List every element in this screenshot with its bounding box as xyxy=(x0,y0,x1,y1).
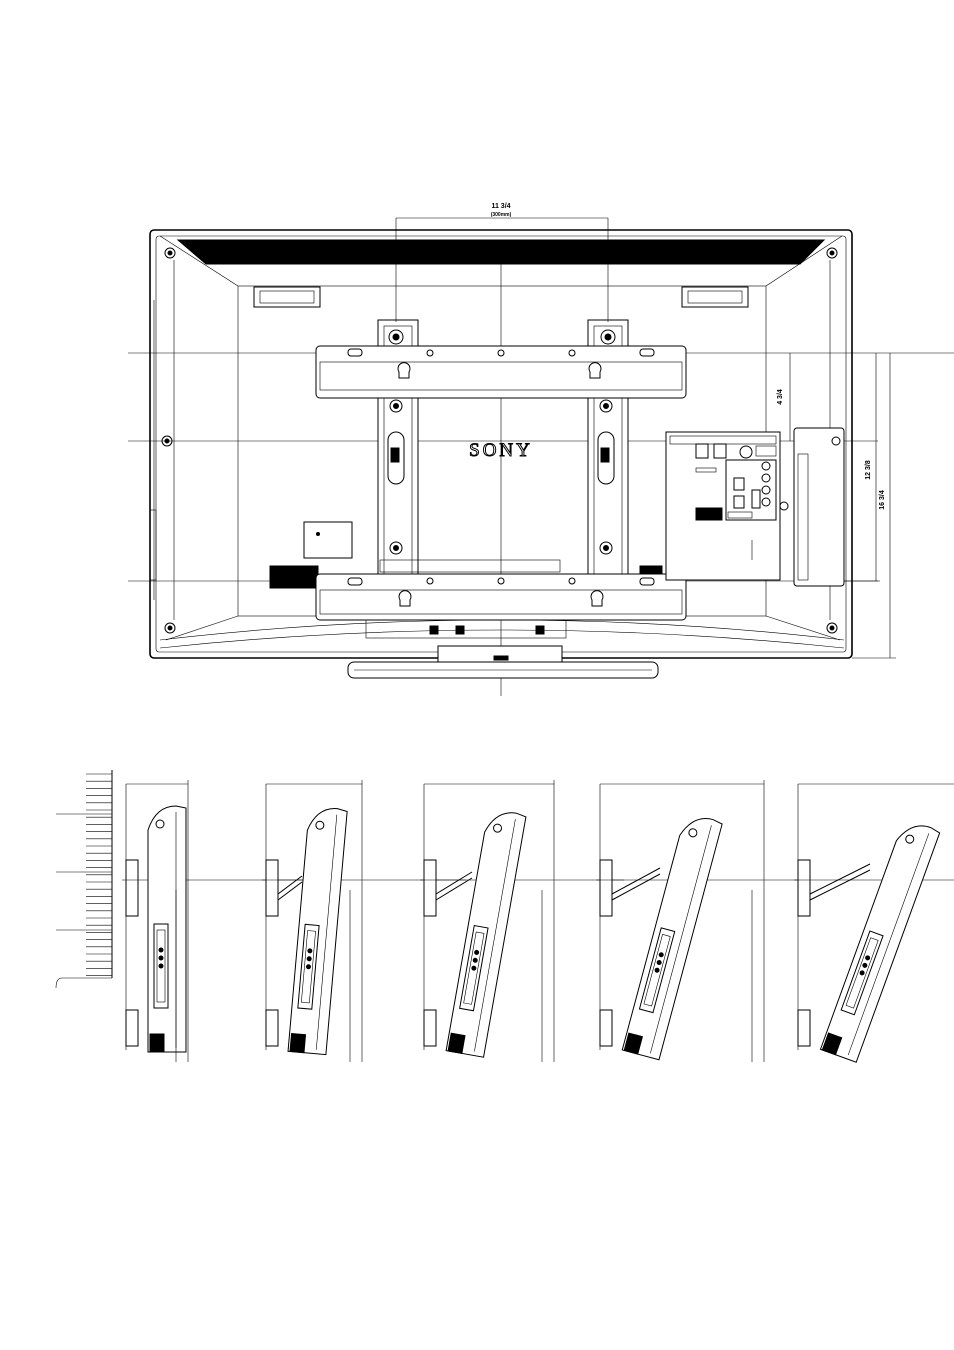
tilt-view-4 xyxy=(596,780,800,1062)
right-dim-3: 16 3/4 xyxy=(879,490,886,510)
tv-side-body xyxy=(446,808,526,1057)
tv-side-body xyxy=(622,812,722,1059)
tv-rear-view: SONY xyxy=(128,203,954,696)
tv-side-body xyxy=(820,818,940,1062)
right-dim-2: 12 3/8 xyxy=(865,460,872,480)
tv-side-body xyxy=(148,806,186,1052)
tilt-view-5 xyxy=(794,780,954,1062)
connector-panel xyxy=(666,432,788,580)
tilt-view-3 xyxy=(420,780,624,1062)
left-handle xyxy=(254,287,320,307)
upper-wall-bracket xyxy=(316,346,686,398)
top-dim-label: 11 3/4 xyxy=(491,203,510,210)
right-dim-1: 4 3/4 xyxy=(777,389,784,405)
lower-left-black-block xyxy=(270,566,318,588)
scale-ruler xyxy=(56,770,112,988)
sony-logo: SONY xyxy=(469,440,533,461)
label-plate xyxy=(304,522,352,558)
right-handle xyxy=(682,287,748,307)
top-dim-sub-label: (300mm) xyxy=(491,212,512,218)
tv-stand xyxy=(348,646,658,678)
side-terminal-cover xyxy=(794,428,844,586)
side-tilt-views xyxy=(122,780,954,1062)
tv-side-body xyxy=(288,806,347,1054)
